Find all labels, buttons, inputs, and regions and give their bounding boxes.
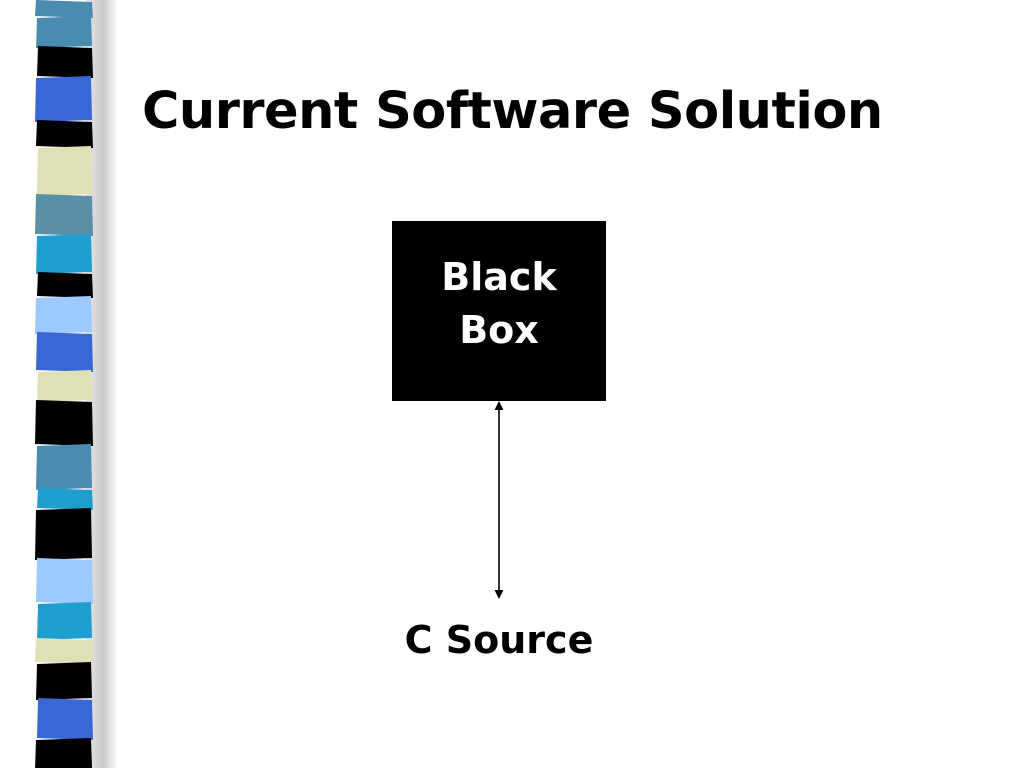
- strip-block: [35, 638, 93, 664]
- strip-block: [36, 444, 92, 490]
- strip-block: [35, 296, 92, 334]
- strip-block: [37, 488, 93, 510]
- strip-block: [37, 146, 92, 196]
- slide-title: Current Software Solution: [142, 82, 883, 141]
- strip-block: [35, 194, 93, 236]
- strip-block: [36, 16, 92, 48]
- strip-block: [37, 272, 93, 298]
- strip-block: [36, 558, 93, 604]
- arrowhead-down: [494, 590, 504, 599]
- strip-block: [37, 698, 93, 740]
- strip-block: [36, 662, 92, 700]
- black-box-label: Black Box: [441, 255, 557, 352]
- black-box-node: Black Box: [392, 221, 606, 401]
- strip-block: [37, 370, 92, 402]
- double-arrow-connector: [494, 401, 504, 599]
- arrowhead-up: [494, 401, 504, 410]
- strip-block: [37, 46, 93, 78]
- strip-block: [35, 400, 93, 446]
- strip-block: [36, 332, 93, 372]
- decorative-side-strip: [0, 0, 130, 768]
- strip-block: [35, 76, 92, 122]
- strip-block: [35, 738, 92, 768]
- strip-block: [36, 234, 92, 274]
- strip-block: [35, 0, 93, 18]
- strip-block: [36, 120, 93, 148]
- strip-block: [35, 508, 92, 560]
- strip-block: [37, 602, 92, 640]
- c-source-label: C Source: [404, 618, 594, 662]
